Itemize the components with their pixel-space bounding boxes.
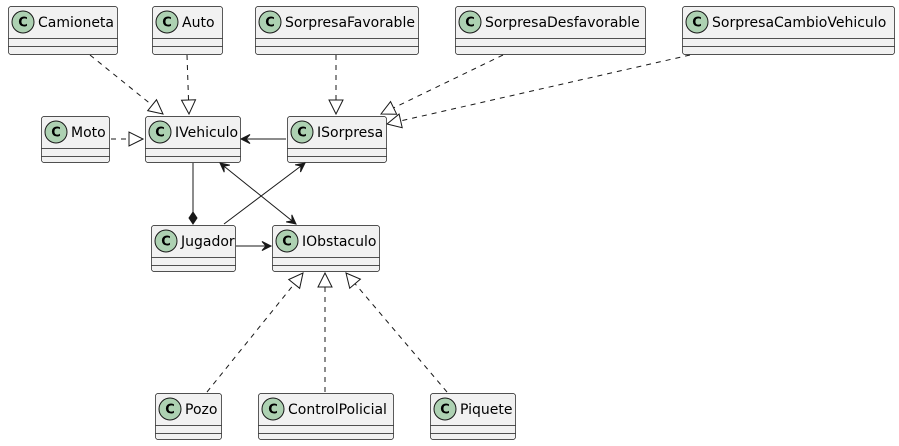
class-name: Camioneta [38,15,114,31]
relation-isorpresa-to-ivehiculo [239,134,286,144]
class-badge-icon: C [458,10,482,34]
class-badge-icon: C [44,120,68,144]
class-name: ControlPolicial [288,402,387,418]
class-name: SorpresaDesfavorable [485,15,640,31]
class-name: Auto [182,15,215,31]
class-badge-letter: C [265,16,275,31]
class-badge-letter: C [465,16,475,31]
class-name: SorpresaFavorable [285,15,415,31]
class-badge-letter: C [161,235,171,250]
class-badge-letter: C [268,403,278,418]
class-ivehiculo[interactable]: C IVehiculo [145,116,241,163]
class-badge-icon: C [290,120,314,144]
class-badge-letter: C [165,403,175,418]
class-badge-icon: C [158,397,182,421]
class-badge-letter: C [18,16,28,31]
class-name: IVehiculo [175,125,238,141]
class-badge-icon: C [11,10,35,34]
class-badge-icon: C [155,10,179,34]
class-name: Pozo [185,402,217,418]
class-name: Moto [71,125,106,141]
relation-sorpresadesfavorable-realizes-isorpresa [379,54,504,115]
class-badge-letter: C [440,403,450,418]
class-badge-icon: C [685,10,709,34]
class-badge-icon: C [258,10,282,34]
class-badge-letter: C [692,16,702,31]
class-iobstaculo[interactable]: C IObstaculo [272,225,380,272]
relation-ivehiculo-iobstaculo [219,162,297,225]
class-controlpolicial[interactable]: C ControlPolicial [258,393,394,440]
relation-jugador-to-iobstaculo [236,241,273,251]
class-badge-letter: C [155,126,165,141]
class-jugador[interactable]: C Jugador [151,225,236,272]
class-name: Jugador [180,234,235,250]
relation-ivehiculo-composes-jugador [188,163,198,225]
class-camioneta[interactable]: C Camioneta [8,6,118,55]
class-badge-icon: C [261,397,285,421]
relations-layer [89,54,691,393]
relation-controlpolicial-realizes-iobstaculo [317,271,333,392]
class-name: SorpresaCambioVehiculo [712,15,886,31]
class-badge-letter: C [282,235,292,250]
class-sorpresadesfavorable[interactable]: C SorpresaDesfavorable [455,6,646,55]
class-name: Piquete [460,402,513,418]
relation-camioneta-realizes-ivehiculo [89,54,164,115]
relation-auto-realizes-ivehiculo [180,54,197,116]
class-piquete[interactable]: C Piquete [430,393,516,440]
class-isorpresa[interactable]: C ISorpresa [287,116,387,163]
class-name: ISorpresa [317,125,383,141]
class-badge-letter: C [162,16,172,31]
class-badge-icon: C [154,229,178,253]
relation-sorpresacambiovehiculo-realizes-isorpresa [385,54,691,129]
relation-jugador-to-isorpresa [223,162,306,225]
class-badge-letter: C [297,126,307,141]
relation-moto-realizes-ivehiculo [111,131,145,147]
class-sorpresacambiovehiculo[interactable]: C SorpresaCambioVehiculo [682,6,895,55]
class-badge-icon: C [148,120,172,144]
relation-pozo-realizes-iobstaculo [206,272,304,393]
class-badge-icon: C [275,229,299,253]
relation-piquete-realizes-iobstaculo [345,272,448,393]
class-sorpresafavorable[interactable]: C SorpresaFavorable [255,6,419,55]
class-moto[interactable]: C Moto [41,116,110,163]
class-badge-icon: C [433,397,457,421]
class-name: IObstaculo [302,234,376,250]
class-badge-letter: C [51,126,61,141]
class-auto[interactable]: C Auto [152,6,223,55]
relation-sorpresafavorable-realizes-isorpresa [328,55,344,116]
class-pozo[interactable]: C Pozo [155,393,222,440]
